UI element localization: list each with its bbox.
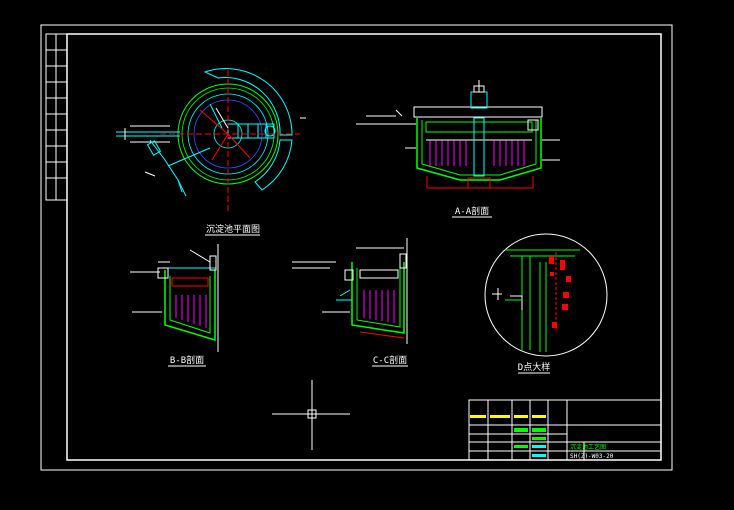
section-a-label: A-A剖面 (455, 205, 489, 217)
crosshair-cursor (272, 380, 350, 450)
plan-view-label: 沉淀池平面图 (206, 223, 260, 235)
title-block-drawing-title: 沉淀池工艺图 (570, 443, 606, 451)
sheet-frame (40, 24, 673, 471)
section-b-label: B-B剖面 (170, 354, 204, 366)
detail-d-label: D点大样 (518, 361, 550, 373)
title-block-drawing-number: SH(Z)-W03-20 (570, 453, 614, 460)
title-block (468, 399, 662, 461)
plan-view (116, 68, 306, 212)
section-b-view (130, 244, 219, 352)
detail-d-view (484, 233, 608, 357)
section-c-view (292, 238, 408, 344)
section-a-view (356, 80, 560, 189)
section-c-label: C-C剖面 (373, 354, 407, 366)
